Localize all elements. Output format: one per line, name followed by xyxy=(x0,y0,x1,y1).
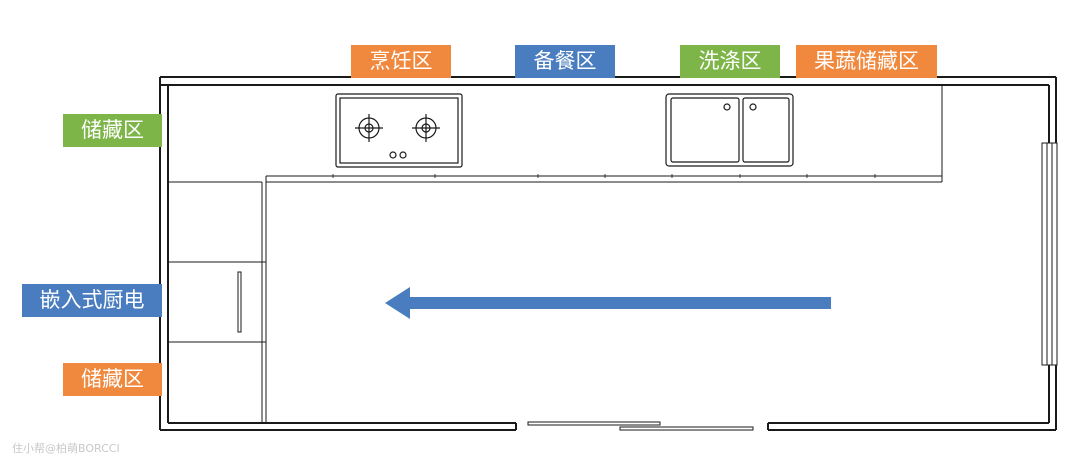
zone-tag-cooking: 烹饪区 xyxy=(351,45,451,78)
flow-arrow xyxy=(385,287,831,319)
top-counter xyxy=(168,85,943,183)
burner-left xyxy=(355,114,383,142)
zone-tag-washing: 洗涤区 xyxy=(680,45,780,78)
left-cabinets xyxy=(168,182,267,423)
double-sink xyxy=(665,93,794,167)
zone-tag-storage-lower: 储藏区 xyxy=(63,363,162,396)
sliding-door xyxy=(527,421,754,431)
zone-tag-storage-upper: 储藏区 xyxy=(63,114,162,147)
gas-cooktop xyxy=(335,93,463,168)
right-window xyxy=(1041,142,1058,366)
zone-tag-prep: 备餐区 xyxy=(515,45,615,78)
burner-right xyxy=(412,114,440,142)
zone-tag-produce-storage: 果蔬储藏区 xyxy=(796,45,937,78)
watermark-text: 住小帮@柏萌BORCCI xyxy=(12,442,120,455)
outer-walls xyxy=(159,76,1057,431)
zone-tag-built-in-appliances: 嵌入式厨电 xyxy=(22,284,162,317)
